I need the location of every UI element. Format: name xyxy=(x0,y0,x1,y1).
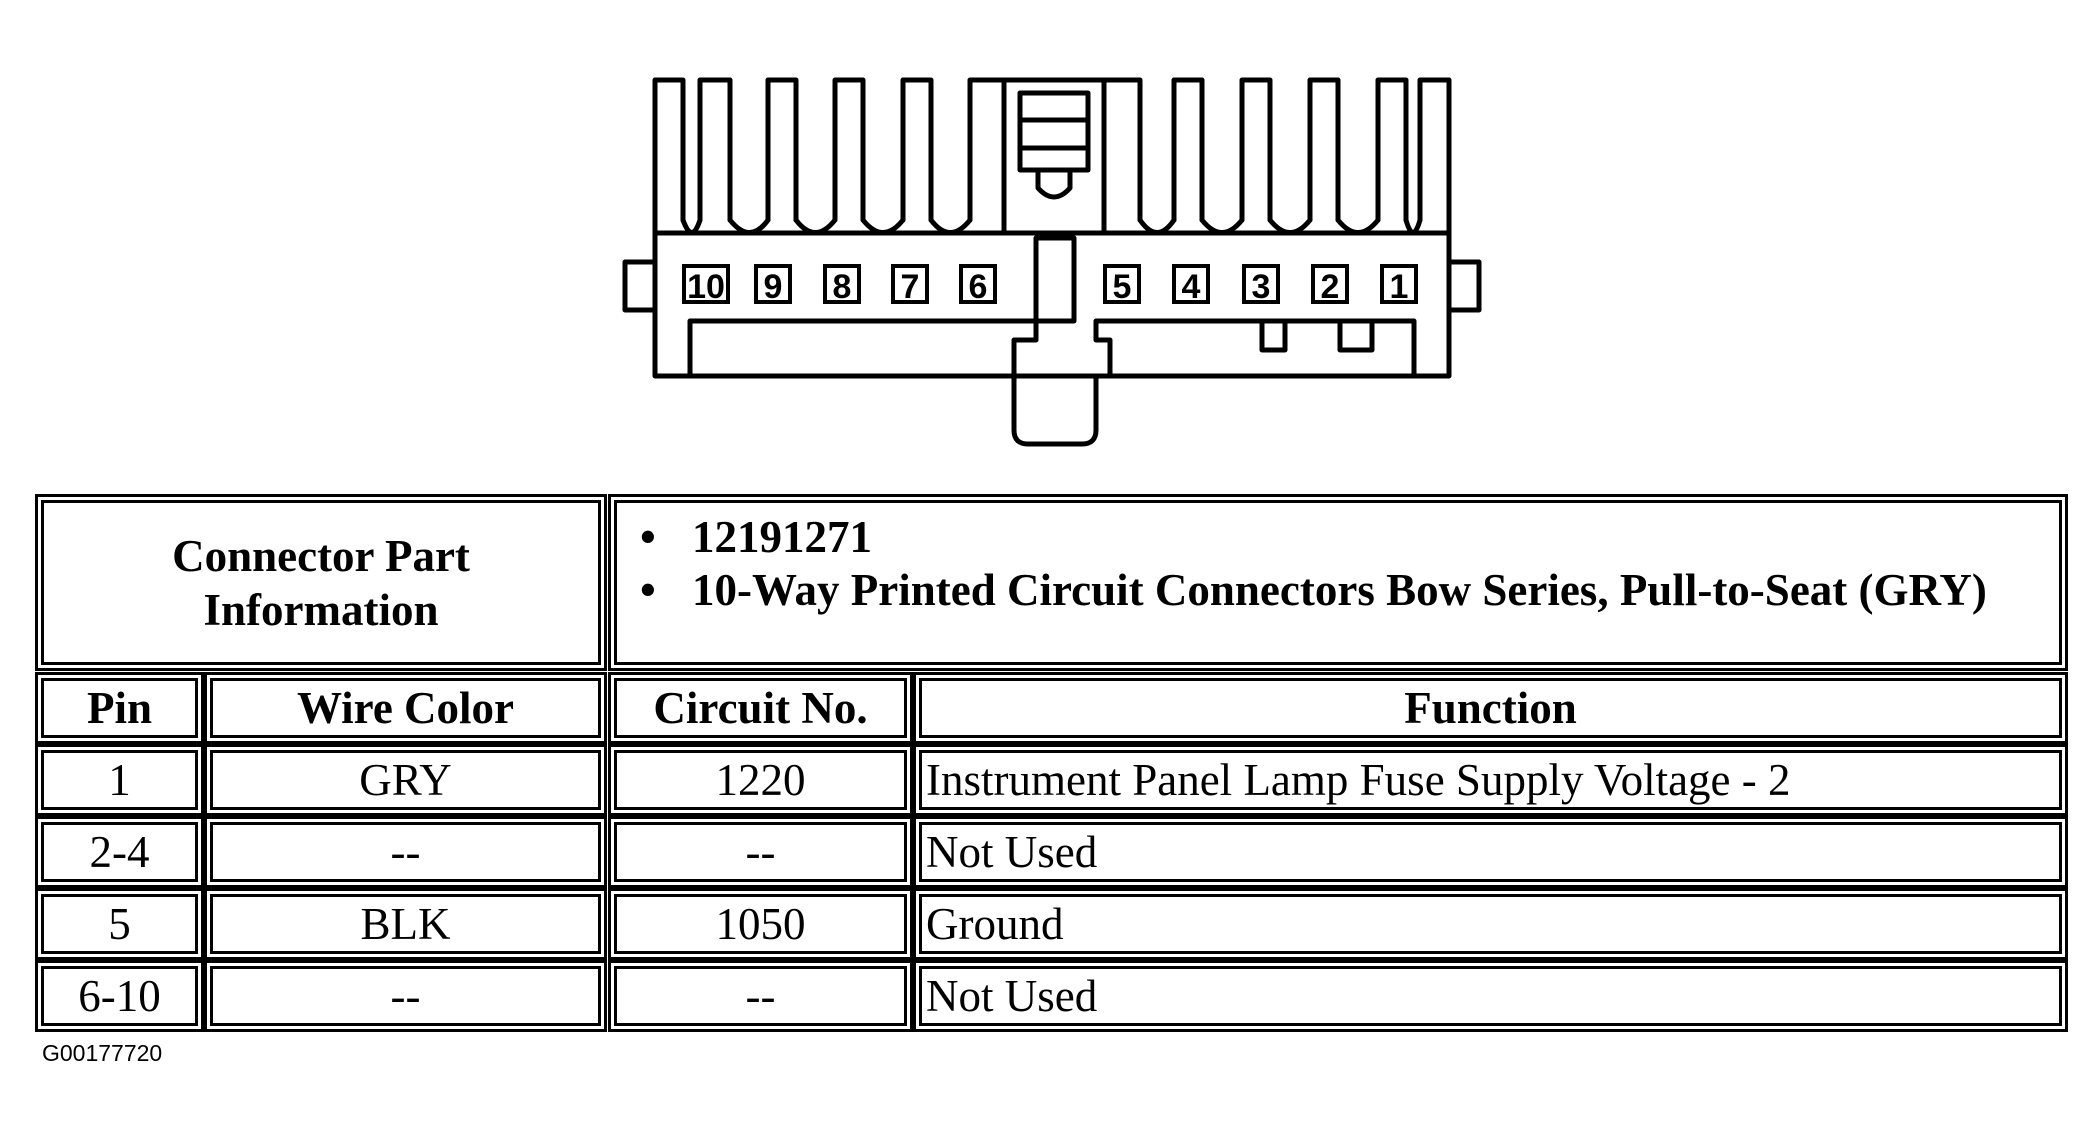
row-1-wire-color: GRY xyxy=(204,744,607,816)
part-info-list: • 12191271 • 10-Way Printed Circuit Conn… xyxy=(640,511,2032,617)
pin-number-2: 2 xyxy=(1321,268,1340,306)
pin-label-group-left: 10 9 8 7 6 xyxy=(682,264,997,306)
row-1-circuit-no: 1220 xyxy=(608,744,913,816)
part-info-item-description: • 10-Way Printed Circuit Connectors Bow … xyxy=(640,564,2032,617)
row-1-pin: 1 xyxy=(35,744,204,816)
row-3-function: Ground xyxy=(913,888,2068,960)
bullet-icon: • xyxy=(640,564,656,615)
row-2-pin: 2-4 xyxy=(35,816,204,888)
connector-inner-channel xyxy=(687,318,1417,379)
pin-number-10: 10 xyxy=(687,268,725,306)
part-number: 12191271 xyxy=(692,512,872,562)
pin-number-5: 5 xyxy=(1113,268,1132,306)
part-info-label-cell: Connector Part Information xyxy=(35,494,607,671)
pin-box-9 xyxy=(754,264,792,304)
terminal-fingers-right xyxy=(1101,77,1452,236)
header-pin: Pin xyxy=(35,672,204,744)
part-description: 10-Way Printed Circuit Connectors Bow Se… xyxy=(692,564,1987,615)
row-3-circuit-no: 1050 xyxy=(608,888,913,960)
pin-box-7 xyxy=(891,264,929,304)
pin-number-7: 7 xyxy=(901,268,920,306)
row-4-function: Not Used xyxy=(913,960,2068,1032)
pin-number-1: 1 xyxy=(1390,268,1409,306)
pin-number-9: 9 xyxy=(764,268,783,306)
part-info-details-cell: • 12191271 • 10-Way Printed Circuit Conn… xyxy=(608,494,2068,671)
row-4-wire-color: -- xyxy=(204,960,607,1032)
pin-label-group-right: 5 4 3 2 1 xyxy=(1103,264,1418,306)
bullet-icon: • xyxy=(640,512,656,562)
connector-body-outline xyxy=(652,230,1452,379)
row-3-pin: 5 xyxy=(35,888,204,960)
terminal-fingers-left xyxy=(652,77,1007,236)
row-4-circuit-no: -- xyxy=(608,960,913,1032)
part-info-item-part-number: • 12191271 xyxy=(640,511,2032,564)
pin-number-6: 6 xyxy=(969,268,988,306)
pin-box-4 xyxy=(1172,264,1210,304)
pin-number-3: 3 xyxy=(1252,268,1271,306)
connector-diagram: 10 9 8 7 6 5 4 3 2 1 xyxy=(622,77,1482,447)
row-1-function: Instrument Panel Lamp Fuse Supply Voltag… xyxy=(913,744,2068,816)
row-4-pin: 6-10 xyxy=(35,960,204,1032)
row-3-wire-color: BLK xyxy=(204,888,607,960)
pin-box-3 xyxy=(1242,264,1280,304)
pin-box-2 xyxy=(1311,264,1349,304)
connector-center-latch xyxy=(1001,77,1107,324)
connector-left-tab xyxy=(622,259,658,313)
connector-center-key xyxy=(1011,373,1099,447)
header-wire-color: Wire Color xyxy=(204,672,607,744)
pin-box-10 xyxy=(682,264,730,304)
header-function: Function xyxy=(913,672,2068,744)
pin-number-4: 4 xyxy=(1182,268,1201,306)
header-circuit-no: Circuit No. xyxy=(608,672,913,744)
row-2-circuit-no: -- xyxy=(608,816,913,888)
row-2-function: Not Used xyxy=(913,816,2068,888)
row-2-wire-color: -- xyxy=(204,816,607,888)
pin-box-5 xyxy=(1103,264,1141,304)
pin-box-8 xyxy=(823,264,861,304)
pin-number-8: 8 xyxy=(833,268,852,306)
part-info-label: Connector Part Information xyxy=(172,530,470,635)
connector-right-tab xyxy=(1446,259,1482,313)
pin-box-6 xyxy=(959,264,997,304)
pin-box-1 xyxy=(1380,264,1418,304)
figure-id: G00177720 xyxy=(42,1040,163,1066)
